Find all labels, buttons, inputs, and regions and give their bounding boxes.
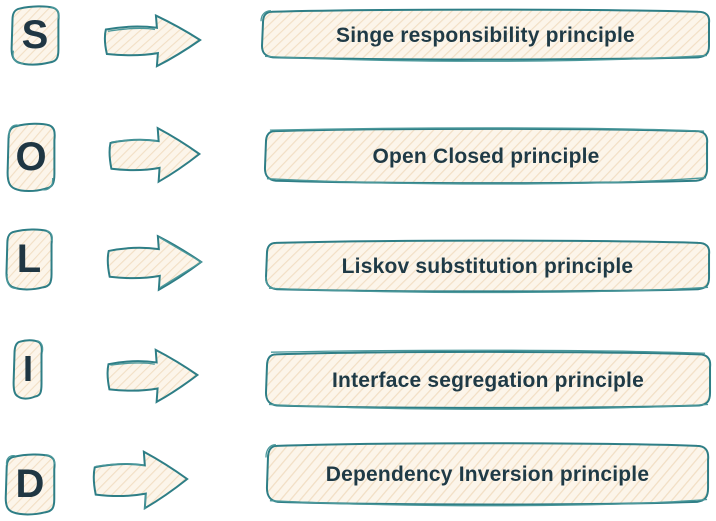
tile-shape [3,227,55,293]
arrow-right-icon [102,340,202,410]
letter-tile-o: O [4,121,58,195]
principle-box-single-responsibility: Singe responsibility principle [257,7,714,64]
principle-label: Singe responsibility principle [336,23,635,47]
principle-box-dependency-inversion: Dependency Inversion principle [262,440,713,510]
box-shape [261,238,714,296]
tile-shape [10,338,46,402]
letter-i: I [22,348,33,389]
principle-box-liskov-substitution: Liskov substitution principle [261,238,714,296]
box-shape [257,7,714,64]
arrow-right-icon [99,6,205,74]
letter-l: L [16,237,42,281]
arrow-right-icon [88,441,192,517]
letter-tile-i: I [10,338,46,402]
letter-tile-d: D [2,452,58,518]
letter-s: S [21,13,49,57]
principle-box-open-closed: Open Closed principle [260,126,712,188]
principle-label: Interface segregation principle [332,369,644,392]
box-shape [260,126,712,188]
principle-label: Liskov substitution principle [341,255,634,278]
box-shape [261,349,715,413]
principle-box-interface-segregation: Interface segregation principle [261,349,715,413]
arrow-right-icon [102,226,206,298]
tile-shape [8,4,62,68]
letter-o: O [15,135,47,179]
letter-d: D [15,462,45,506]
letter-tile-l: L [3,227,55,293]
arrow-right-icon [104,118,204,190]
tile-shape [2,452,58,518]
box-shape [262,440,713,510]
principle-label: Dependency Inversion principle [325,463,650,486]
tile-shape [4,121,58,195]
letter-tile-s: S [8,4,62,68]
principle-label: Open Closed principle [372,145,600,168]
